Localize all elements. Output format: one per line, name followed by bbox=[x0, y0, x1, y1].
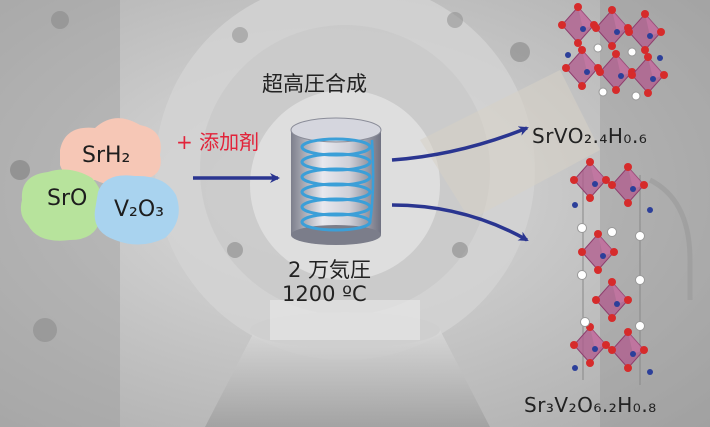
arrow-to-product-1 bbox=[391, 126, 529, 162]
reactant-v2o3-label: V₂O₃ bbox=[114, 197, 165, 222]
sro-blob bbox=[20, 169, 103, 241]
reactant-srh2-label: SrH₂ bbox=[82, 143, 131, 168]
arrow-to-product-2 bbox=[391, 203, 529, 242]
product-1-formula: SrVO₂.₄H₀.₆ bbox=[532, 124, 648, 148]
temperature-condition-label: 1200 ºC bbox=[282, 282, 367, 306]
additive-label: + 添加剤 bbox=[176, 130, 260, 154]
crystal-structure-product-1 bbox=[557, 2, 669, 101]
srh2-blob bbox=[60, 118, 161, 185]
synthesis-method-title: 超高圧合成 bbox=[262, 72, 367, 96]
reactant-sro-label: SrO bbox=[47, 186, 88, 211]
v2o3-blob bbox=[94, 175, 179, 245]
product-2-formula: Sr₃V₂O₆.₂H₀.₈ bbox=[524, 393, 657, 417]
heater-coil bbox=[300, 137, 375, 232]
crystal-structure-product-2 bbox=[569, 157, 653, 385]
pressure-condition-label: 2 万気圧 bbox=[288, 258, 372, 282]
